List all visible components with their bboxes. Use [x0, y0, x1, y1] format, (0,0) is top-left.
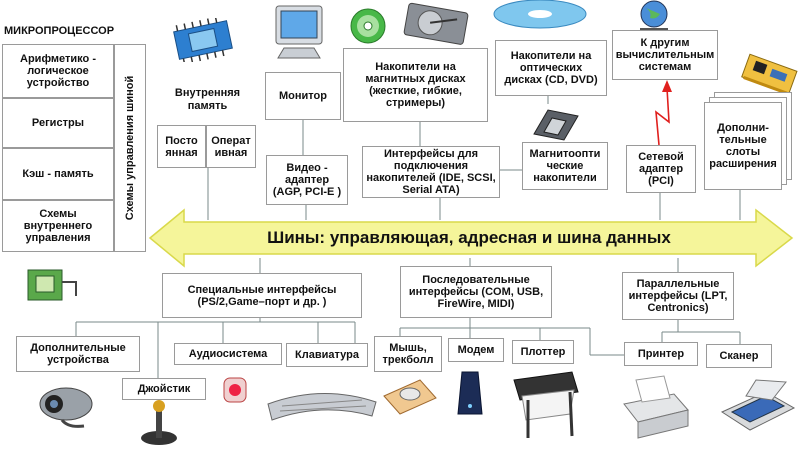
cd-icon — [350, 8, 386, 44]
expansion-card-icon — [741, 53, 798, 95]
keyboard-icon — [267, 392, 377, 421]
scanner-icon — [720, 379, 796, 431]
monitor-icon — [275, 5, 323, 59]
memory-title: Внутренняя память — [174, 87, 241, 112]
hard-drive-icon — [403, 2, 469, 45]
optical-storage: Накопители на оптических дисках (CD, DVD… — [495, 40, 607, 96]
monitor-box: Монитор — [265, 72, 341, 120]
cpu-internal-control: Схемы внутреннего управления — [2, 200, 114, 252]
device-printer: Принтер — [624, 342, 698, 366]
device-plotter: Плоттер — [512, 340, 574, 364]
cpu-bus-control-label: Схемы управления шиной — [124, 75, 136, 221]
cpu-alu: Арифметико - логическое устройство — [2, 44, 114, 98]
special-interfaces: Специальные интерфейсы (PS/2,Game–порт и… — [162, 273, 362, 318]
webcam-icon — [39, 387, 93, 428]
floppy-icon — [533, 109, 579, 141]
joystick-icon — [141, 400, 177, 445]
magneto-optical-storage: Магнитоопти ческие накопители — [522, 142, 608, 190]
optical-disc-icon — [493, 0, 587, 29]
serial-interfaces: Последовательные интерфейсы (COM, USB, F… — [400, 266, 552, 318]
memory-ram: Операт ивная — [206, 125, 256, 168]
speaker-icon — [223, 377, 247, 403]
cpu-cache: Кэш - память — [2, 148, 114, 200]
device-keyboard: Клавиатура — [286, 343, 368, 367]
bus-arrow — [148, 208, 794, 268]
expansion-slots: Дополни- тельные слоты расширения — [704, 102, 782, 190]
device-joystick: Джойстик — [122, 378, 206, 400]
printer-icon — [623, 375, 689, 439]
device-modem: Модем — [448, 338, 504, 362]
device-scanner: Сканер — [706, 344, 772, 368]
storage-interfaces: Интерфейсы для подключения накопителей (… — [362, 146, 500, 198]
mouse-icon — [383, 379, 437, 415]
device-extra: Дополнительные устройства — [16, 336, 140, 372]
device-audio: Аудиосистема — [174, 343, 282, 365]
memory-rom: Посто янная — [157, 125, 206, 168]
parallel-interfaces: Параллельные интерфейсы (LPT, Centronics… — [622, 272, 734, 320]
magnetic-storage: Накопители на магнитных дисках (жесткие,… — [343, 48, 488, 122]
chip-icon — [27, 269, 77, 301]
other-systems: К другим вычислительным системам — [612, 30, 718, 80]
network-adapter: Сетевой адаптер (PCI) — [626, 145, 696, 193]
cpu-registers: Регистры — [2, 98, 114, 148]
globe-icon — [640, 0, 668, 32]
device-mouse: Мышь, трекболл — [374, 336, 442, 372]
cpu-bus-control: Схемы управления шиной — [114, 44, 146, 252]
plotter-icon — [513, 371, 579, 438]
video-adapter: Видео - адаптер (AGP, PCI-E ) — [266, 155, 348, 205]
cpu-title: МИКРОПРОЦЕССОР — [4, 25, 115, 37]
modem-icon — [457, 371, 483, 415]
chip-icon — [173, 18, 233, 62]
bus-label: Шины: управляющая, адресная и шина данны… — [267, 228, 671, 247]
